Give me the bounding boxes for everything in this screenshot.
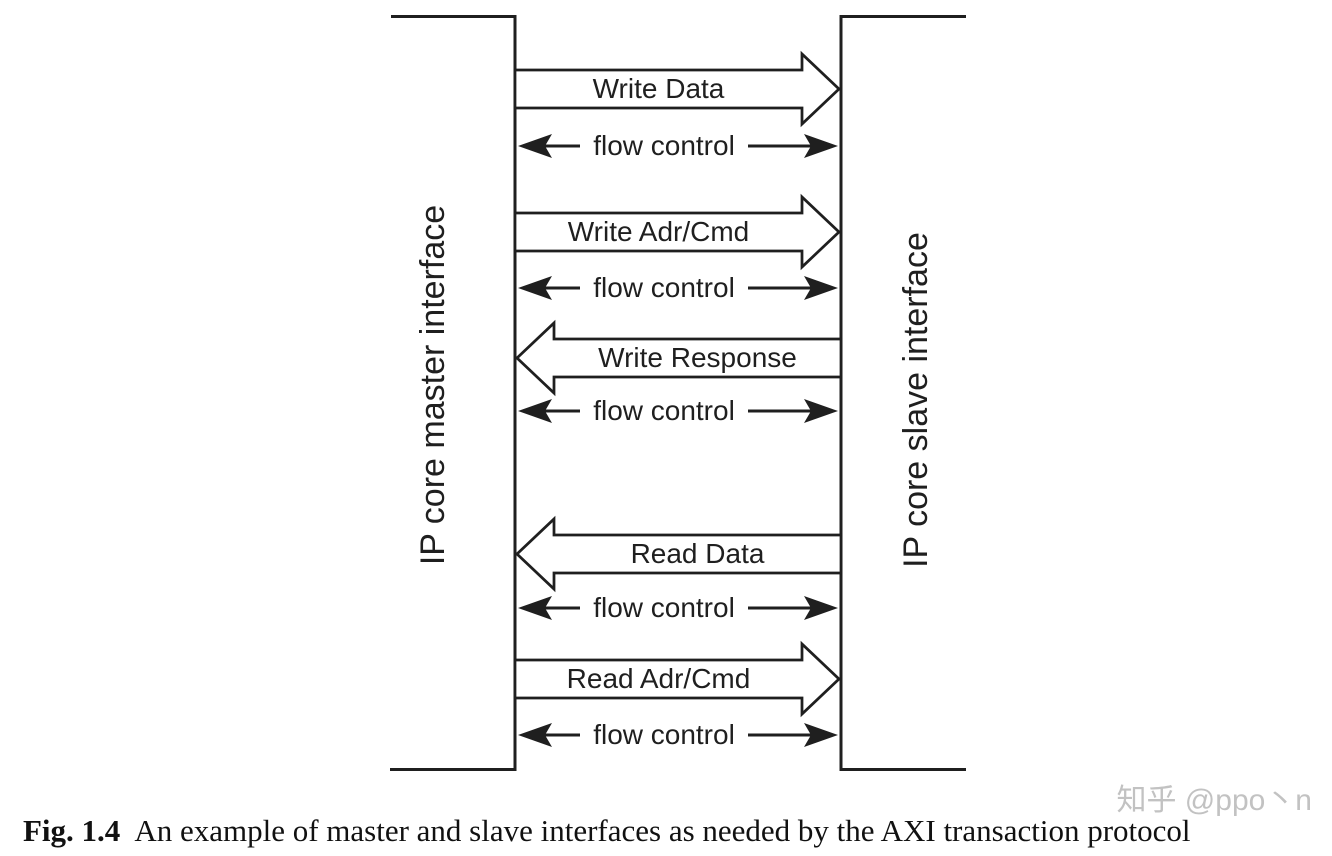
flow-control-label: flow control xyxy=(593,719,735,750)
read-adr-cmd-arrow-right-icon xyxy=(513,640,842,718)
flow-control-arrow-icon xyxy=(518,134,838,158)
figure-caption-text: An example of master and slave interface… xyxy=(134,813,1191,848)
channel-label-write-response: Write Response xyxy=(598,342,797,373)
write-adr-cmd-arrow-right-icon xyxy=(513,193,842,271)
flow-control-arrow-icon xyxy=(518,723,838,747)
figure-number: Fig. 1.4 xyxy=(23,813,121,848)
master-interface-label: IP core master interface xyxy=(414,204,452,566)
watermark: 知乎 @ppo丶n xyxy=(1116,784,1312,817)
slave-interface-bar xyxy=(839,15,966,771)
flow-control-label: flow control xyxy=(593,592,735,623)
channel-label-write-data: Write Data xyxy=(592,73,725,104)
flow-control-arrow-icon xyxy=(518,596,838,620)
write-response-arrow-left-icon xyxy=(514,319,843,397)
write-data-arrow-right-icon xyxy=(513,50,842,128)
read-data-arrow-left-icon xyxy=(514,515,843,593)
flow-control-arrow-icon xyxy=(518,276,838,300)
flow-control-label: flow control xyxy=(593,272,735,303)
slave-interface-label: IP core slave interface xyxy=(897,232,935,568)
flow-control-arrow-icon xyxy=(518,399,838,423)
flow-control-label: flow control xyxy=(593,130,735,161)
flow-control-label: flow control xyxy=(593,395,735,426)
channel-label-write-adr-cmd: Write Adr/Cmd xyxy=(567,216,750,247)
flow-control-arrows xyxy=(518,134,838,747)
channel-label-read-data: Read Data xyxy=(630,538,765,569)
figure-caption: Fig. 1.4 An example of master and slave i… xyxy=(23,813,1328,849)
channel-label-read-adr-cmd: Read Adr/Cmd xyxy=(566,663,751,694)
master-interface-bar xyxy=(390,15,517,771)
